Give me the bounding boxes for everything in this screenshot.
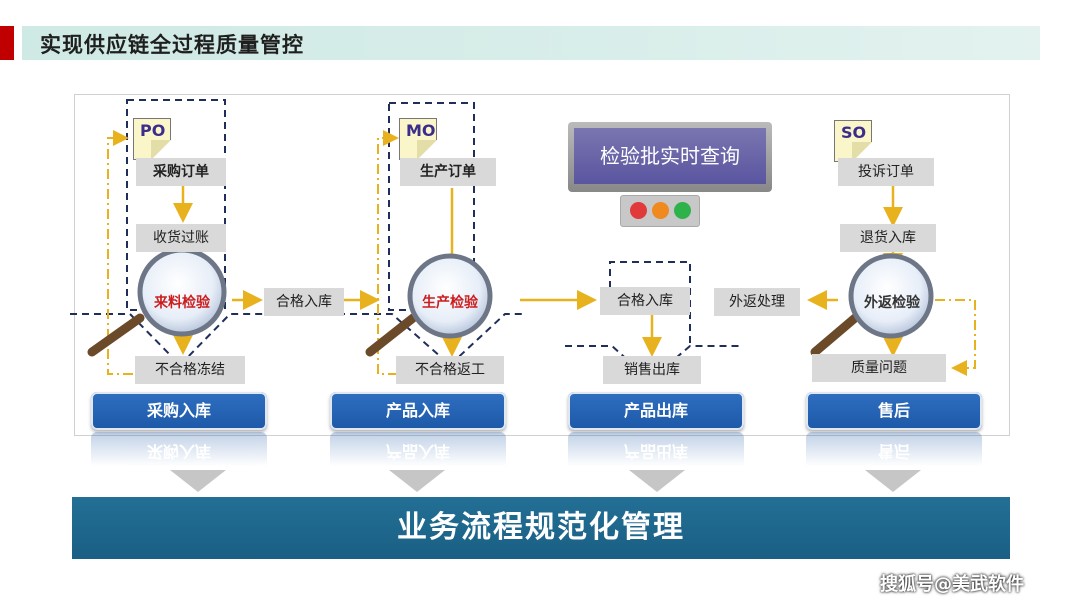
magnifier-icon-3 [810,253,934,357]
production-order-box: 生产订单 [400,158,496,186]
page-title: 实现供应链全过程质量管控 [40,33,304,57]
nonconforming-freeze-box: 不合格冻结 [135,356,245,384]
return-inspection-label: 外返检验 [864,295,920,311]
incoming-inspection-label: 来料检验 [154,295,210,311]
orange-light-icon [652,202,669,219]
stage-product-outbound[interactable]: 产品出库 [568,392,744,430]
mo-document-icon: MO [399,118,437,160]
stage-reflection-3: 产品出库 [568,432,744,470]
qualified-storage-box-2: 合格入库 [600,287,690,315]
stage-reflection-1: 采购入库 [91,432,267,470]
stage-after-sales[interactable]: 售后 [806,392,982,430]
return-storage-box: 退货入库 [840,224,936,252]
magnifier-icon-1 [87,247,227,357]
return-handling-box: 外返处理 [714,288,800,316]
production-inspection-label: 生产检验 [422,295,478,311]
purchase-order-box: 采购订单 [136,158,226,186]
stage-product-storage[interactable]: 产品入库 [330,392,506,430]
red-light-icon [630,202,647,219]
title-accent [0,26,14,60]
nonconforming-rework-box: 不合格返工 [396,356,504,384]
mo-dashed-box [388,102,475,311]
quality-issue-box: 质量问题 [812,354,946,382]
stage-reflection-4: 售后 [806,432,982,470]
po-document-icon: PO [133,118,171,160]
magnifier-icon-2 [365,253,493,357]
po-dashed-box [126,99,226,311]
stage-reflection-2: 产品入库 [330,432,506,470]
sales-outbound-box: 销售出库 [603,356,701,384]
green-light-icon [674,202,691,219]
batch-query-label[interactable]: 检验批实时查询 [574,128,766,184]
complaint-order-box: 投诉订单 [838,158,934,186]
watermark: 搜狐号@美武软件 [880,574,1024,595]
stage-purchase-storage[interactable]: 采购入库 [91,392,267,430]
traffic-light-panel [620,195,700,227]
qualified-storage-box-1: 合格入库 [264,288,344,316]
so-document-icon: SO [834,120,872,162]
batch-query-panel[interactable]: 检验批实时查询 [568,122,772,192]
title-bar [22,26,1040,60]
process-standardization-banner: 业务流程规范化管理 [72,497,1010,559]
receipt-posting-box: 收货过账 [136,224,226,252]
